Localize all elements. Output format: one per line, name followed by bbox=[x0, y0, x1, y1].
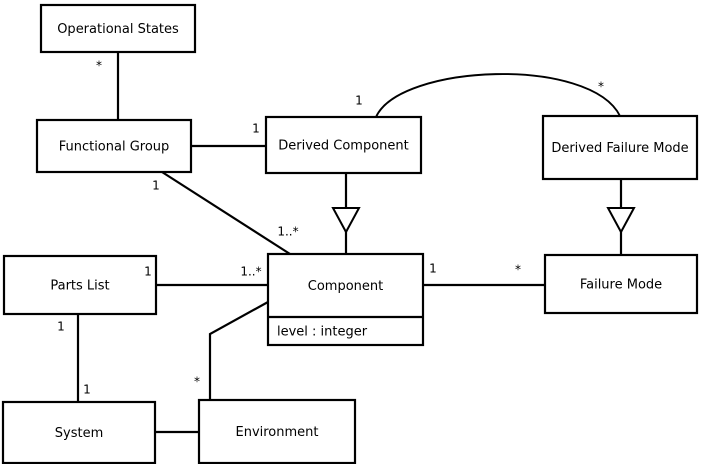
class-box-derived-component[interactable]: Derived Component bbox=[264, 115, 423, 175]
multiplicity-label: 1 bbox=[144, 265, 152, 279]
multiplicity-label: * bbox=[598, 80, 604, 94]
class-box-system[interactable]: System bbox=[1, 400, 157, 464]
class-name-label: Operational States bbox=[57, 22, 179, 37]
class-box-outline bbox=[541, 114, 699, 181]
class-name-label: System bbox=[55, 426, 103, 441]
class-box-outline bbox=[264, 115, 423, 175]
multiplicity-label: * bbox=[96, 59, 102, 73]
association-environment-component bbox=[208, 301, 269, 400]
class-box-outline bbox=[266, 252, 425, 347]
class-box-environment[interactable]: Environment bbox=[197, 398, 357, 464]
multiplicity-label: 1 bbox=[83, 383, 91, 397]
multiplicity-label: 1 bbox=[252, 122, 260, 136]
generalization-arrowhead-icon bbox=[331, 207, 361, 235]
class-box-parts-list[interactable]: Parts List bbox=[2, 254, 158, 316]
multiplicity-layer: * 1 1 1..* 1 * 1 1..* 1 * 1 1 * bbox=[57, 59, 604, 397]
association-derived-component-derived-failure-mode bbox=[375, 73, 621, 118]
association-derived-failure-mode-failure-mode-generalization bbox=[606, 179, 636, 255]
class-box-failure-mode[interactable]: Failure Mode bbox=[543, 253, 699, 315]
multiplicity-label: 1 bbox=[57, 320, 65, 334]
class-attribute-label: level : integer bbox=[277, 325, 368, 340]
multiplicity-label: 1..* bbox=[277, 225, 298, 239]
multiplicity-label: * bbox=[194, 375, 200, 389]
class-box-operational-states[interactable]: Operational States bbox=[39, 3, 197, 54]
multiplicity-label: * bbox=[515, 263, 521, 277]
class-name-label: Parts List bbox=[50, 279, 109, 294]
class-box-outline bbox=[1, 400, 157, 464]
multiplicity-label: 1 bbox=[429, 262, 437, 276]
multiplicity-label: 1 bbox=[355, 94, 363, 108]
class-box-derived-failure-mode[interactable]: Derived Failure Mode bbox=[541, 114, 699, 181]
multiplicity-label: 1 bbox=[152, 179, 160, 193]
class-name-label: Functional Group bbox=[59, 140, 170, 155]
class-name-label: Failure Mode bbox=[580, 278, 662, 293]
generalization-arrowhead-icon bbox=[606, 207, 636, 235]
class-name-label: Environment bbox=[235, 425, 318, 440]
association-functional-group-component bbox=[161, 171, 291, 255]
class-name-label: Component bbox=[308, 279, 383, 294]
class-name-label: Derived Component bbox=[278, 139, 409, 154]
class-name-label: Derived Failure Mode bbox=[551, 141, 688, 156]
class-box-outline bbox=[35, 118, 193, 174]
class-box-outline bbox=[39, 3, 197, 54]
class-box-outline bbox=[543, 253, 699, 315]
association-line bbox=[375, 73, 621, 118]
association-line bbox=[208, 301, 269, 400]
association-derived-component-component-generalization bbox=[331, 173, 361, 254]
class-box-component[interactable]: Component level : integer bbox=[266, 252, 425, 347]
class-box-outline bbox=[2, 254, 158, 316]
association-layer bbox=[76, 52, 636, 434]
multiplicity-label: 1..* bbox=[240, 265, 261, 279]
class-box-outline bbox=[197, 398, 357, 464]
association-line bbox=[161, 171, 291, 255]
class-box-functional-group[interactable]: Functional Group bbox=[35, 118, 193, 174]
